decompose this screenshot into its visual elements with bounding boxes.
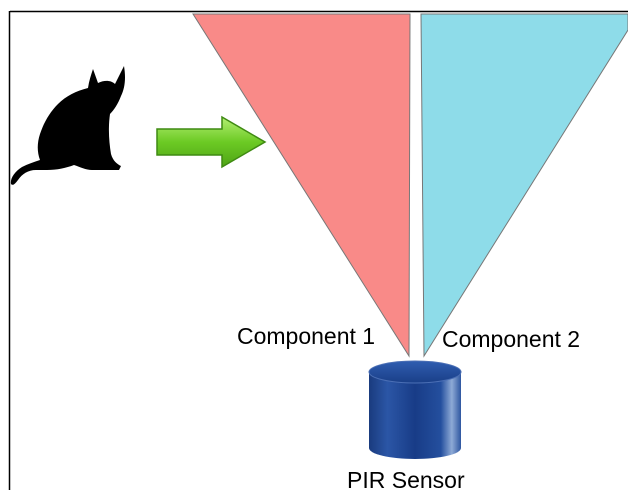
component-1-label: Component 1	[237, 323, 375, 349]
component-2-label: Component 2	[442, 326, 580, 352]
cat-silhouette-icon	[10, 66, 126, 185]
right-arrow-icon	[156, 115, 267, 169]
cylinder-sensor-icon	[368, 360, 462, 459]
pir-sensor-label: PIR Sensor	[347, 467, 465, 490]
component-2-zone	[420, 13, 628, 358]
component-1-zone	[192, 13, 411, 358]
